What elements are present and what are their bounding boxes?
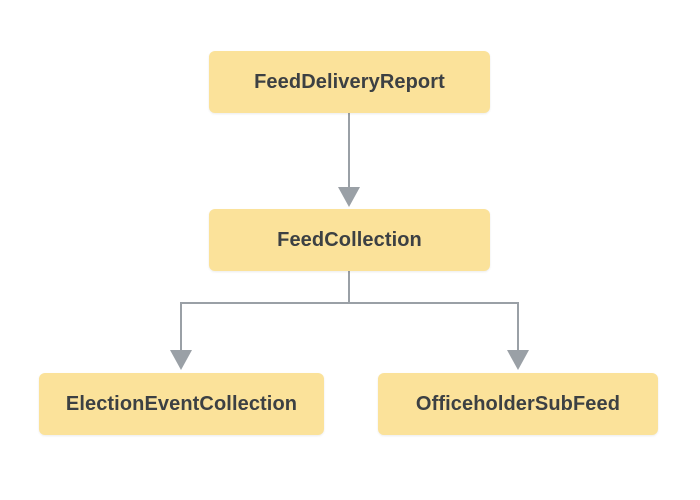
node-label: FeedCollection (277, 228, 422, 251)
node-label: FeedDeliveryReport (254, 70, 445, 93)
node-election-event-collection: ElectionEventCollection (39, 373, 324, 435)
node-feed-collection: FeedCollection (209, 209, 490, 271)
node-feed-delivery-report: FeedDeliveryReport (209, 51, 490, 113)
node-officeholder-sub-feed: OfficeholderSubFeed (378, 373, 658, 435)
node-label: ElectionEventCollection (65, 392, 298, 415)
connector-middle-to-right (507, 302, 529, 370)
connector-root-to-middle (338, 113, 360, 207)
node-label: OfficeholderSubFeed (415, 392, 621, 415)
connector-middle-to-left (170, 302, 192, 370)
connector-middle-branch (181, 271, 518, 304)
